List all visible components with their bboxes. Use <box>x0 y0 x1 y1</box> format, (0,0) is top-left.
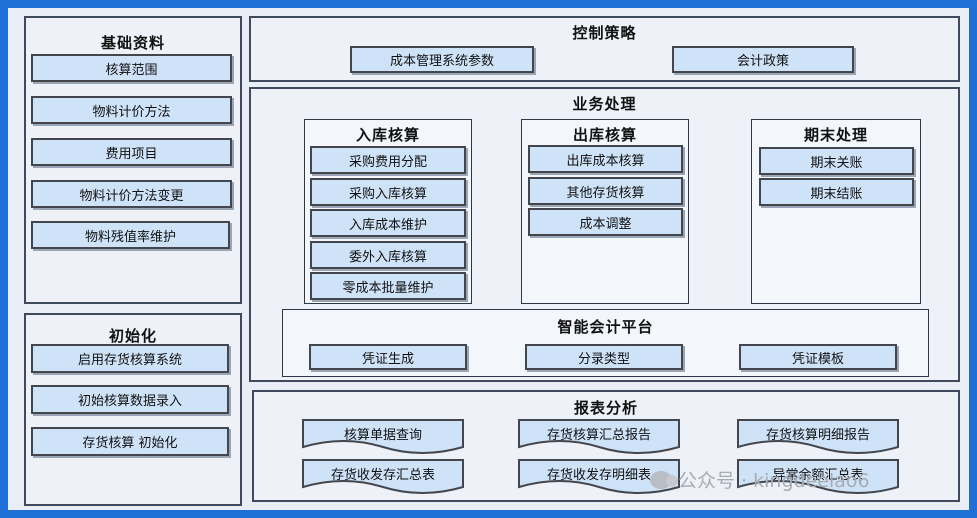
report-doc-label: 核算单据查询 <box>343 428 422 443</box>
inbound-item[interactable]: 零成本批量维护 <box>310 272 466 300</box>
period-end-item[interactable]: 期末关账 <box>759 147 914 175</box>
report-doc-label: 存货收发存汇总表 <box>330 468 435 483</box>
inbound-item[interactable]: 入库成本维护 <box>310 209 466 237</box>
smart-accounting-platform-title: 智能会计平台 <box>557 318 654 336</box>
period-end-title: 期末处理 <box>803 126 868 144</box>
report-doc[interactable]: 异常余额汇总表 <box>737 459 899 495</box>
initialization-item[interactable]: 存货核算 初始化 <box>31 427 229 456</box>
basic-data-item[interactable]: 物料计价方法变更 <box>31 180 232 208</box>
document-shape <box>737 419 899 454</box>
report-doc-label: 异常余额汇总表 <box>772 468 864 483</box>
outbound-item[interactable]: 成本调整 <box>528 208 683 236</box>
initialization-title: 初始化 <box>108 327 157 345</box>
outbound-item[interactable]: 其他存货核算 <box>528 177 683 205</box>
control-strategy-title: 控制策略 <box>572 24 637 42</box>
period-end-item[interactable]: 期末结账 <box>759 178 914 206</box>
initialization-item[interactable]: 启用存货核算系统 <box>31 344 229 373</box>
report-doc[interactable]: 存货收发存汇总表 <box>302 459 464 495</box>
document-shape <box>302 459 464 494</box>
document-shape <box>737 459 899 494</box>
report-doc[interactable]: 核算单据查询 <box>302 419 464 455</box>
report-doc[interactable]: 存货收发存明细表 <box>518 459 680 495</box>
basic-data-item[interactable]: 核算范围 <box>31 54 232 82</box>
basic-data-item[interactable]: 物料计价方法 <box>31 96 232 124</box>
watermark-text: 公众号 · kingdeelao6 <box>678 470 870 492</box>
basic-data-item[interactable]: 费用项目 <box>31 138 232 166</box>
initialization-item[interactable]: 初始核算数据录入 <box>31 385 229 414</box>
watermark: 公众号 · kingdeelao6 <box>650 466 870 493</box>
inbound-item[interactable]: 委外入库核算 <box>310 241 466 269</box>
document-shape <box>302 419 464 454</box>
basic-data-item[interactable]: 物料残值率维护 <box>31 221 230 249</box>
inbound-item[interactable]: 采购费用分配 <box>310 146 466 174</box>
report-doc-label: 存货核算明细报告 <box>765 428 870 443</box>
platform-item[interactable]: 凭证生成 <box>309 344 467 370</box>
report-doc-label: 存货收发存明细表 <box>546 468 651 483</box>
inbound-accounting-title: 入库核算 <box>355 126 420 144</box>
report-doc[interactable]: 存货核算汇总报告 <box>518 419 680 455</box>
report-doc-label: 存货核算汇总报告 <box>546 428 651 443</box>
document-shape <box>518 459 680 494</box>
outbound-item[interactable]: 出库成本核算 <box>528 145 683 173</box>
platform-item[interactable]: 凭证模板 <box>739 344 897 370</box>
report-analysis-title: 报表分析 <box>573 399 638 417</box>
report-doc[interactable]: 存货核算明细报告 <box>737 419 899 455</box>
business-processing-title: 业务处理 <box>572 95 637 113</box>
inbound-item[interactable]: 采购入库核算 <box>310 178 466 206</box>
basic-data-title: 基础资料 <box>100 34 165 52</box>
control-strategy-item[interactable]: 会计政策 <box>672 46 854 73</box>
document-shape <box>518 419 680 454</box>
control-strategy-item[interactable]: 成本管理系统参数 <box>350 46 534 73</box>
wechat-icon <box>650 470 678 489</box>
platform-item[interactable]: 分录类型 <box>525 344 683 370</box>
outbound-accounting-title: 出库核算 <box>572 126 637 144</box>
